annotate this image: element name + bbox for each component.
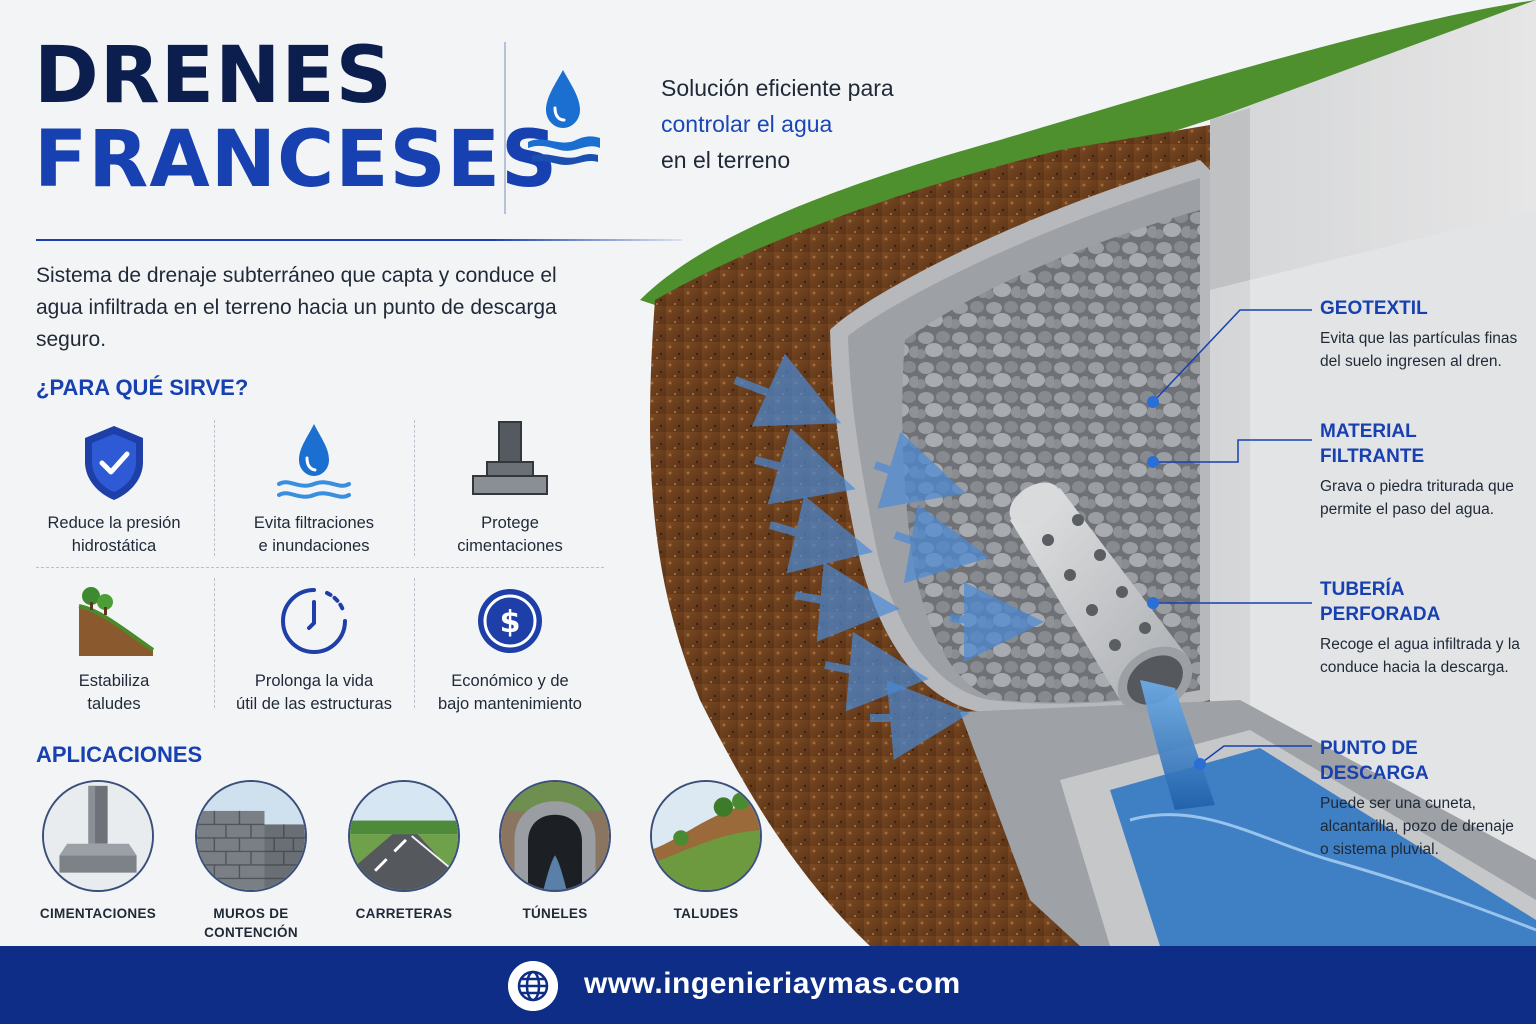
callout-perforated-pipe: TUBERÍA PERFORADA Recoge el agua infiltr…: [1320, 579, 1520, 676]
application-label: MUROS DE CONTENCIÓN: [204, 906, 298, 940]
header-rule: [36, 239, 682, 241]
road-icon: [348, 780, 460, 892]
water-drop-icon: [277, 424, 351, 499]
tagline-line-1: Solución eficiente para: [661, 75, 894, 101]
grid-divider: [36, 567, 604, 568]
applications-heading: APLICACIONES: [36, 742, 203, 767]
benefit-label: Estabiliza taludes: [78, 672, 150, 713]
benefit-reduce-pressure: Reduce la presión hidrostática: [14, 418, 214, 558]
application-retaining-walls: MUROS DE CONTENCIÓN: [186, 780, 316, 942]
retaining-wall-icon: [195, 780, 307, 892]
grid-divider: [414, 578, 415, 708]
purpose-heading: ¿PARA QUÉ SIRVE?: [36, 375, 249, 400]
grid-divider: [414, 420, 415, 556]
globe-icon: [508, 961, 558, 1011]
benefit-label: Económico y de bajo mantenimiento: [437, 672, 582, 713]
benefit-economic: $ Económico y de bajo mantenimiento: [410, 576, 610, 716]
tunnel-icon: [499, 780, 611, 892]
benefit-stabilize-slopes: Estabiliza taludes: [14, 576, 214, 716]
foundation-column-icon: [42, 780, 154, 892]
callout-filter-material: MATERIAL FILTRANTE Grava o piedra tritur…: [1320, 421, 1514, 518]
water-drop-logo-icon: [528, 70, 600, 165]
callout-discharge-point: PUNTO DE DESCARGA Puede ser una cuneta, …: [1320, 738, 1514, 858]
benefit-label: Protege cimentaciones: [457, 514, 563, 555]
benefit-label: Prolonga la vida útil de las estructuras: [236, 672, 392, 713]
callout-leader-lines: [1152, 309, 1312, 765]
tagline: Solución eficiente para controlar el agu…: [661, 70, 894, 178]
water-flow-arrows: [733, 353, 1044, 761]
foundation-icon: [472, 421, 548, 495]
shield-check-icon: [85, 426, 143, 500]
main-title: DRENES FRANCESES: [34, 34, 558, 202]
tagline-line-3: en el terreno: [661, 147, 791, 173]
callout-dots: [1147, 396, 1206, 770]
title-line-1: DRENES: [34, 31, 393, 121]
application-label: TÚNELES: [522, 906, 588, 921]
intro-text: Sistema de drenaje subterráneo que capta…: [36, 264, 557, 351]
benefit-avoid-flooding: Evita filtraciones e inundaciones: [214, 418, 414, 558]
benefit-protect-foundations: Protege cimentaciones: [410, 418, 610, 558]
benefit-label: Evita filtraciones e inundaciones: [253, 514, 375, 555]
application-foundations: CIMENTACIONES: [33, 780, 163, 923]
callout-geotextile: GEOTEXTIL Evita que las partículas finas…: [1320, 298, 1518, 370]
title-line-2: FRANCESES: [34, 115, 559, 205]
slope-icon: [78, 587, 155, 656]
svg-text:$: $: [500, 605, 521, 640]
benefit-extend-life: Prolonga la vida útil de las estructuras: [214, 576, 414, 716]
application-roads: CARRETERAS: [339, 780, 469, 923]
header-divider: [504, 42, 506, 214]
dollar-icon: $: [478, 589, 542, 653]
grid-divider: [214, 578, 215, 708]
application-label: TALUDES: [673, 906, 739, 921]
application-tunnels: TÚNELES: [490, 780, 620, 923]
application-label: CARRETERAS: [355, 906, 453, 921]
clock-icon: [281, 588, 347, 654]
website-link[interactable]: www.ingenieriaymas.com: [584, 967, 961, 1000]
benefit-label: Reduce la presión hidrostática: [47, 514, 181, 555]
application-label: CIMENTACIONES: [39, 906, 157, 921]
footer-bar: [0, 946, 1536, 1024]
french-drain-cross-section: [640, 0, 1536, 946]
grid-divider: [214, 420, 215, 556]
tagline-line-2: controlar el agua: [661, 111, 833, 137]
application-slopes: TALUDES: [641, 780, 771, 923]
hillside-icon: [650, 780, 762, 892]
